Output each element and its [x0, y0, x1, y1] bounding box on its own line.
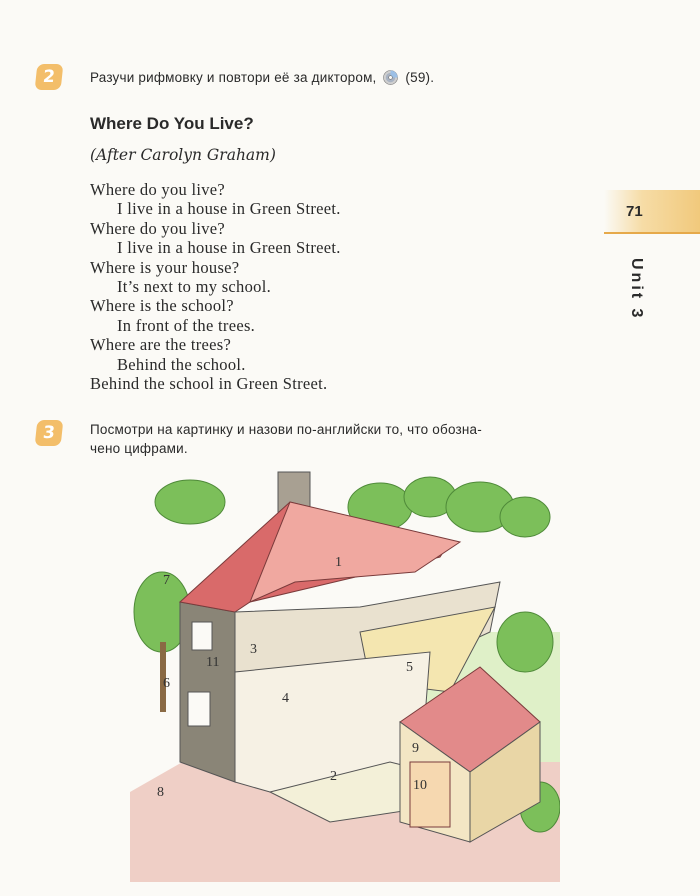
poem-line: Where is the school? — [90, 296, 234, 316]
side-tab-line — [604, 232, 700, 234]
poem-line: Behind the school in Green Street. — [90, 374, 328, 394]
poem-line: Behind the school. — [117, 354, 246, 374]
tree-icon — [133, 476, 560, 833]
poem-line: It’s next to my school. — [117, 277, 272, 297]
roof-cutaway — [249, 501, 462, 603]
poem-title: Where Do You Live? — [90, 114, 254, 133]
exercise-3-instruction: Посмотри на картинку и назови по-английс… — [90, 420, 482, 458]
callout-10: 10 — [413, 778, 427, 793]
unit-label: Unit 3 — [628, 258, 645, 321]
poem-line: I live in a house in Green Street. — [117, 238, 341, 258]
audio-track-number: (59). — [405, 70, 435, 85]
page-number: 71 — [626, 203, 643, 220]
callout-5: 5 — [406, 660, 413, 675]
side-tab — [604, 190, 700, 234]
poem-line: In front of the trees. — [117, 315, 256, 335]
instruction-line: Посмотри на картинку и назови по-английс… — [90, 422, 482, 437]
poem-text: Where do you live? I live in a house in … — [90, 180, 341, 393]
poem-line: Where is your house? — [90, 257, 240, 277]
callout-6: 6 — [163, 676, 170, 691]
callout-9: 9 — [412, 741, 419, 756]
exercise-number-badge: 3 — [34, 420, 64, 446]
callout-4: 4 — [282, 691, 289, 706]
garage-side — [469, 721, 541, 843]
callout-8: 8 — [157, 785, 164, 800]
callout-11: 11 — [206, 655, 219, 670]
exercise-number: 2 — [42, 67, 56, 87]
cd-icon[interactable] — [383, 70, 399, 85]
house-cutaway-illustration: 1 2 3 4 5 6 7 8 9 10 11 — [130, 471, 560, 882]
callout-7: 7 — [163, 573, 170, 588]
callout-1: 1 — [335, 555, 342, 570]
poem-line: Where do you live? — [90, 218, 226, 238]
poem-line: Where are the trees? — [90, 335, 232, 355]
window — [191, 621, 213, 651]
poem-line: I live in a house in Green Street. — [117, 199, 341, 219]
exercise-number: 3 — [42, 423, 56, 443]
garage-door — [409, 761, 451, 828]
poem-subtitle: (After Carolyn Graham) — [90, 146, 276, 164]
poem-line: Where do you live? — [90, 180, 226, 199]
callout-3: 3 — [250, 642, 257, 657]
callout-2: 2 — [330, 769, 337, 784]
window — [187, 691, 211, 727]
instruction-text: Разучи рифмовку и повтори её за диктором… — [90, 70, 377, 85]
instruction-line: чено цифрами. — [90, 441, 188, 456]
exercise-2-instruction: Разучи рифмовку и повтори её за диктором… — [90, 68, 434, 87]
exercise-number-badge: 2 — [34, 64, 64, 90]
